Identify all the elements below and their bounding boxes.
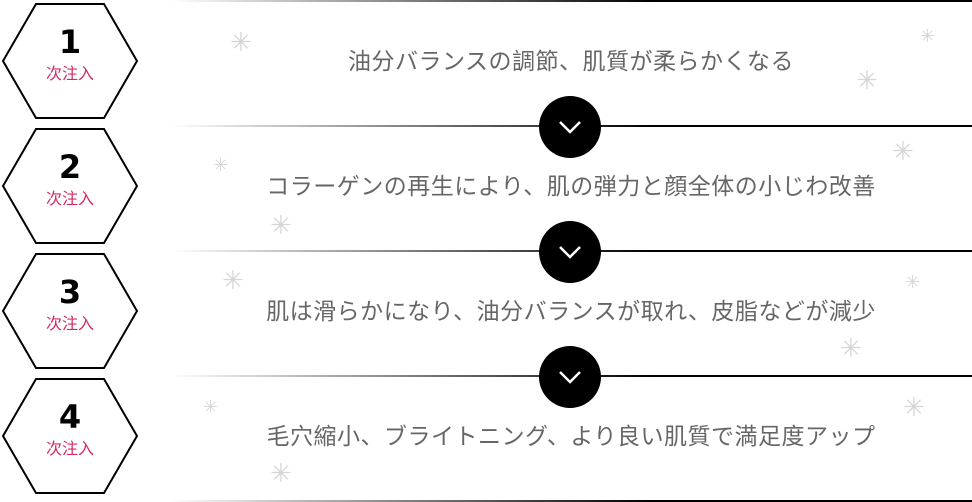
hexagon-badge: 2 次注入 xyxy=(1,127,139,245)
hexagon-badge: 4 次注入 xyxy=(1,377,139,495)
chevron-down-icon xyxy=(539,346,601,408)
hexagon-badge: 3 次注入 xyxy=(1,252,139,370)
step-label: 次注入 xyxy=(45,439,94,458)
sparkle-icon: ✳ xyxy=(270,211,292,241)
sparkle-icon: ✳ xyxy=(920,26,936,47)
step-text: 肌は滑らかになり、油分バランスが取れ、皮脂などが減少 xyxy=(266,299,876,325)
step-3: 3 次注入 肌は滑らかになり、油分バランスが取れ、皮脂などが減少 ✳ ✳ ✳ xyxy=(0,250,972,375)
divider-bottom xyxy=(170,500,972,502)
step-number: 1 xyxy=(58,23,82,61)
step-4: 4 次注入 毛穴縮小、ブライトニング、より良い肌質で満足度アップ ✳ ✳ ✳ xyxy=(0,375,972,500)
step-text: 油分バランスの調節、肌質が柔らかくなる xyxy=(347,49,795,75)
chevron-down-icon xyxy=(539,96,601,158)
sparkle-icon: ✳ xyxy=(222,266,244,296)
step-text: コラーゲンの再生により、肌の弾力と顔全体の小じわ改善 xyxy=(266,174,876,200)
sparkle-icon: ✳ xyxy=(905,272,921,293)
sparkle-icon: ✳ xyxy=(903,393,925,423)
sparkle-icon: ✳ xyxy=(840,334,862,364)
step-2: 2 次注入 コラーゲンの再生により、肌の弾力と顔全体の小じわ改善 ✳ ✳ ✳ xyxy=(0,125,972,250)
sparkle-icon: ✳ xyxy=(213,155,229,176)
hexagon-badge: 1 次注入 xyxy=(1,2,139,120)
step-label: 次注入 xyxy=(45,314,94,333)
chevron-down-icon xyxy=(539,221,601,283)
sparkle-icon: ✳ xyxy=(856,66,878,96)
step-number: 4 xyxy=(58,398,82,436)
divider-top xyxy=(170,0,972,2)
step-number: 2 xyxy=(58,148,82,186)
sparkle-icon: ✳ xyxy=(203,397,219,418)
step-number: 3 xyxy=(58,273,82,311)
step-label: 次注入 xyxy=(45,64,94,83)
sparkle-icon: ✳ xyxy=(270,459,292,489)
step-1: 1 次注入 油分バランスの調節、肌質が柔らかくなる ✳ ✳ ✳ xyxy=(0,0,972,125)
step-text: 毛穴縮小、ブライトニング、より良い肌質で満足度アップ xyxy=(266,424,876,450)
sparkle-icon: ✳ xyxy=(230,28,252,58)
step-label: 次注入 xyxy=(45,189,94,208)
sparkle-icon: ✳ xyxy=(892,137,914,167)
